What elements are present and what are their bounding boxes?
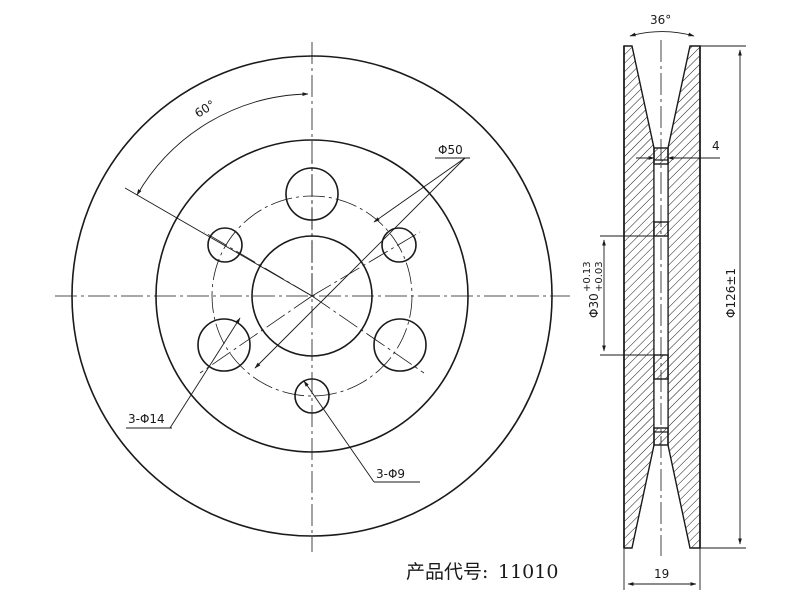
hole-radial-line	[311, 295, 425, 374]
bore-tol-lower: +0.03	[594, 261, 605, 292]
product-code-value: 11010	[498, 561, 558, 583]
angle-36-label: 36°	[650, 13, 671, 27]
large-hole-left	[197, 318, 251, 372]
angle-36-arc	[629, 31, 695, 37]
width-19-label: 19	[654, 567, 669, 581]
bore-tol-upper: +0.13	[582, 261, 593, 292]
thickness-4-label: 4	[712, 139, 720, 153]
holes-9-label: 3-Φ9	[376, 467, 405, 481]
angle-60-arc	[136, 92, 309, 196]
hole-radial-line	[199, 295, 313, 374]
angle-60-label: 60°	[192, 97, 217, 120]
hole-radial-line	[311, 231, 421, 297]
small-hole-bottom	[294, 378, 330, 414]
holes-14-leader	[169, 317, 241, 429]
outer-dia-label: Φ126±1	[724, 268, 738, 318]
angle-60-extension	[124, 187, 313, 297]
small-hole-right	[381, 227, 417, 263]
front-view: 60° Φ50 3-Φ14 3-Φ9 产品代号: 11010	[55, 42, 570, 583]
product-code-label: 产品代号:	[406, 561, 488, 583]
holes-14-label: 3-Φ14	[128, 412, 165, 426]
dia-50-leader	[373, 157, 466, 223]
dia-50-leader	[254, 157, 466, 369]
left-flange-section	[623, 45, 655, 549]
holes-9-leader	[303, 380, 375, 483]
side-section-view: 36° 4 Φ30 +0.13 +0.03 Φ126±1 19	[582, 13, 746, 590]
bore-label: Φ30	[587, 293, 601, 318]
right-flange-section	[667, 45, 701, 549]
large-hole-right	[373, 318, 427, 372]
small-hole-left	[207, 227, 243, 263]
dia-50-label: Φ50	[438, 143, 463, 157]
